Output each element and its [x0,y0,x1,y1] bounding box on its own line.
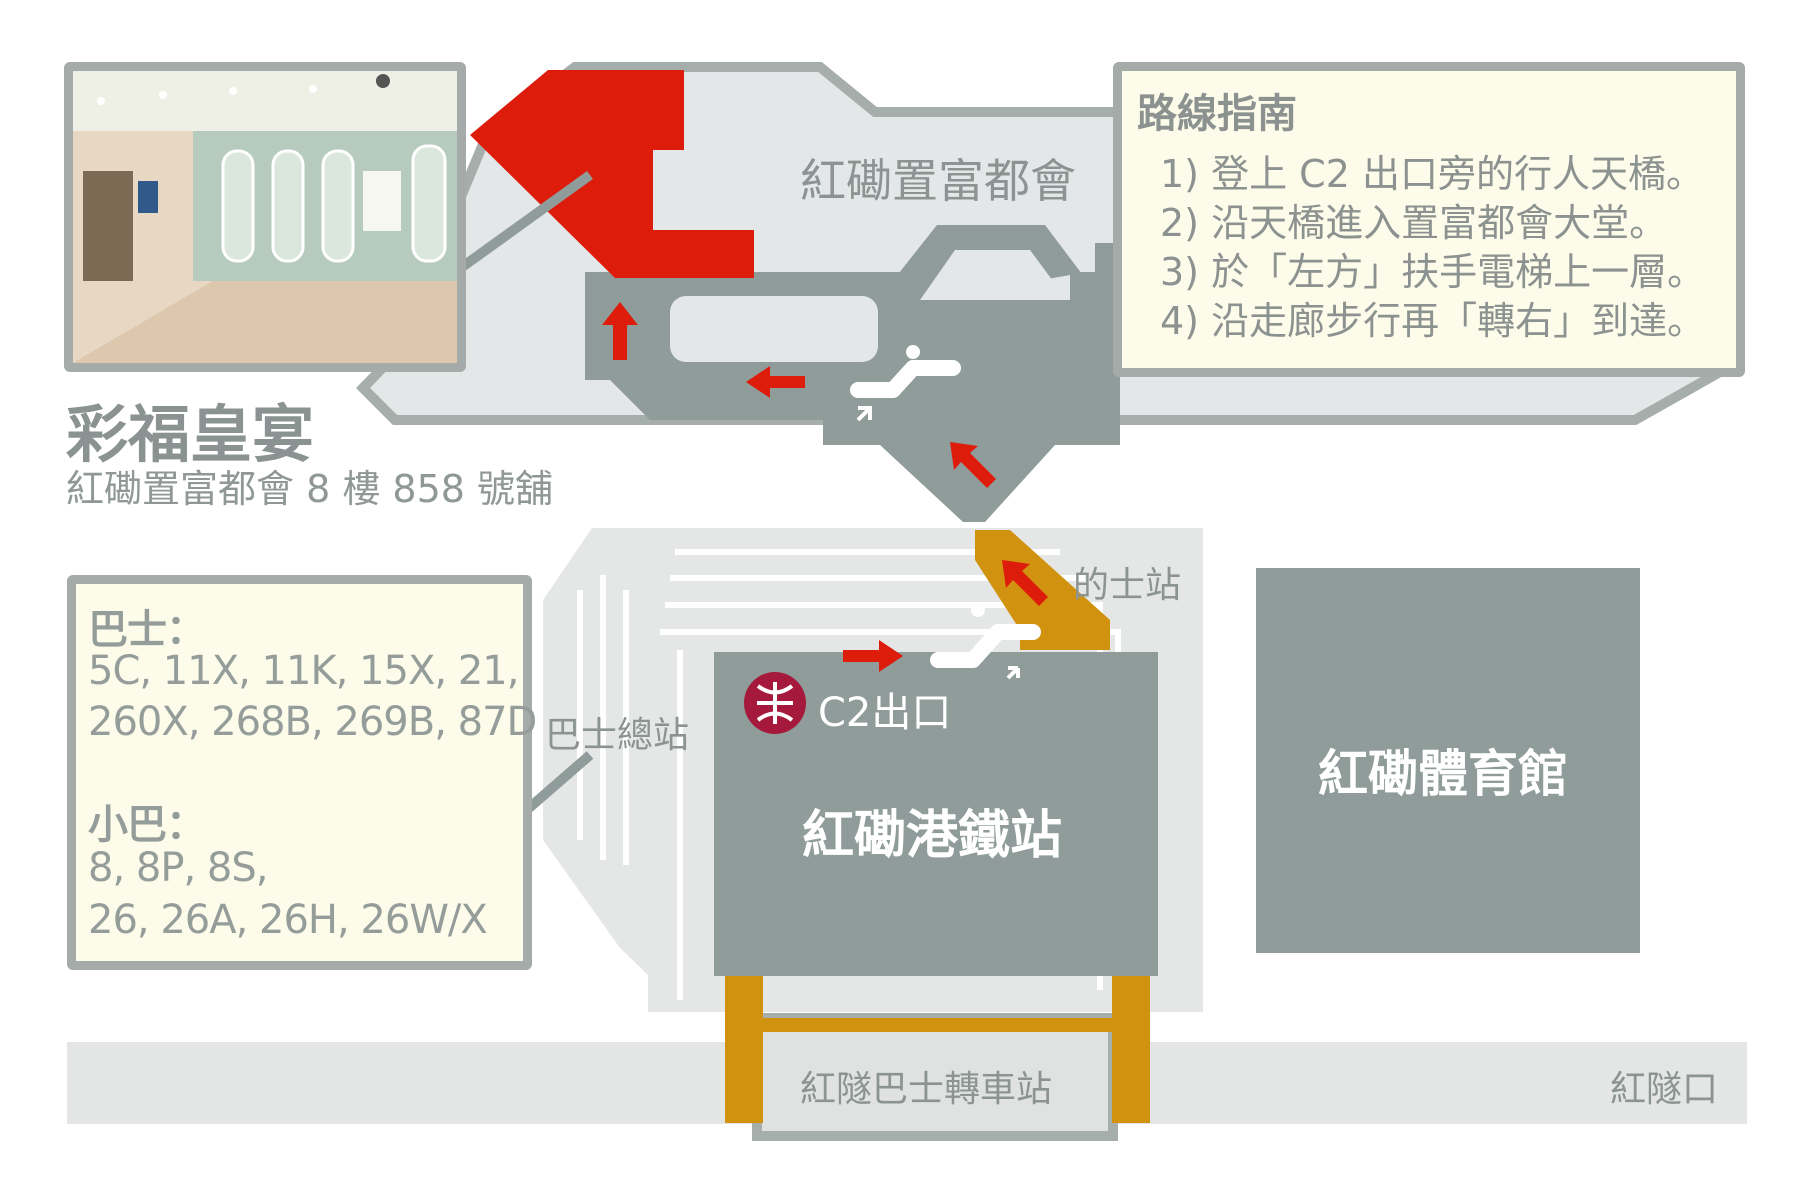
footbridge [975,530,1110,650]
bus-terminus-label: 巴士總站 [545,715,690,756]
transport-connector [517,751,594,819]
bus-routes-line-2: 260X, 268B, 269B, 87D [88,699,537,745]
direction-arrow-icon [746,366,805,398]
route-guide-title: 路線指南 [1137,91,1297,137]
direction-arrow-icon [1002,560,1048,606]
mtr-logo-icon [744,672,806,734]
restaurant-photo-icon [73,71,457,363]
minibus-title: 小巴： [88,802,206,848]
tunnel-entrance-label: 紅隧口 [1610,1069,1719,1110]
coliseum-building [1256,568,1640,953]
mall-label: 紅磡置富都會 [800,154,1076,208]
taxi-stand-label: 的士站 [1073,565,1182,606]
route-step-3: 3) 於「左方」扶手電梯上一層。 [1160,250,1706,294]
bus-title: 巴士： [88,607,206,653]
footbridge-right-leg [1112,975,1150,1123]
restaurant-location [470,70,754,278]
minibus-routes-line-2: 26, 26A, 26H, 26W/X [88,897,488,943]
restaurant-address: 紅磡置富都會 8 樓 858 號舖 [66,467,554,511]
exit-c2-label: C2出口 [818,690,952,736]
atrium-void-lower [930,275,1070,300]
transport-panel [67,575,532,970]
direction-arrow-icon [950,442,996,488]
restaurant-photo [64,62,466,372]
footbridge-left-leg [725,975,763,1123]
route-step-1: 1) 登上 C2 出口旁的行人天橋。 [1160,152,1704,196]
bus-routes-line-1: 5C, 11X, 11K, 15X, 21, [88,648,519,694]
photo-connector [455,170,593,275]
route-step-4: 4) 沿走廊步行再「轉右」到達。 [1160,299,1706,343]
direction-arrow-icon [602,302,638,360]
coliseum-label: 紅磡體育館 [1318,745,1568,803]
route-step-2: 2) 沿天橋進入置富都會大堂。 [1160,201,1668,245]
station-label: 紅磡港鐵站 [802,806,1063,866]
restaurant-name: 彩福皇宴 [66,398,315,471]
footbridge-crossbar [725,1018,1150,1032]
route-guide-panel [1113,62,1745,377]
corridor-void [670,296,878,362]
escalator-icon [930,603,1041,680]
direction-arrow-icon [843,640,903,672]
tunnel-bus-interchange-label: 紅隧巴士轉車站 [800,1069,1053,1110]
escalator-icon [850,345,961,422]
minibus-routes-line-1: 8, 8P, 8S, [88,845,268,891]
